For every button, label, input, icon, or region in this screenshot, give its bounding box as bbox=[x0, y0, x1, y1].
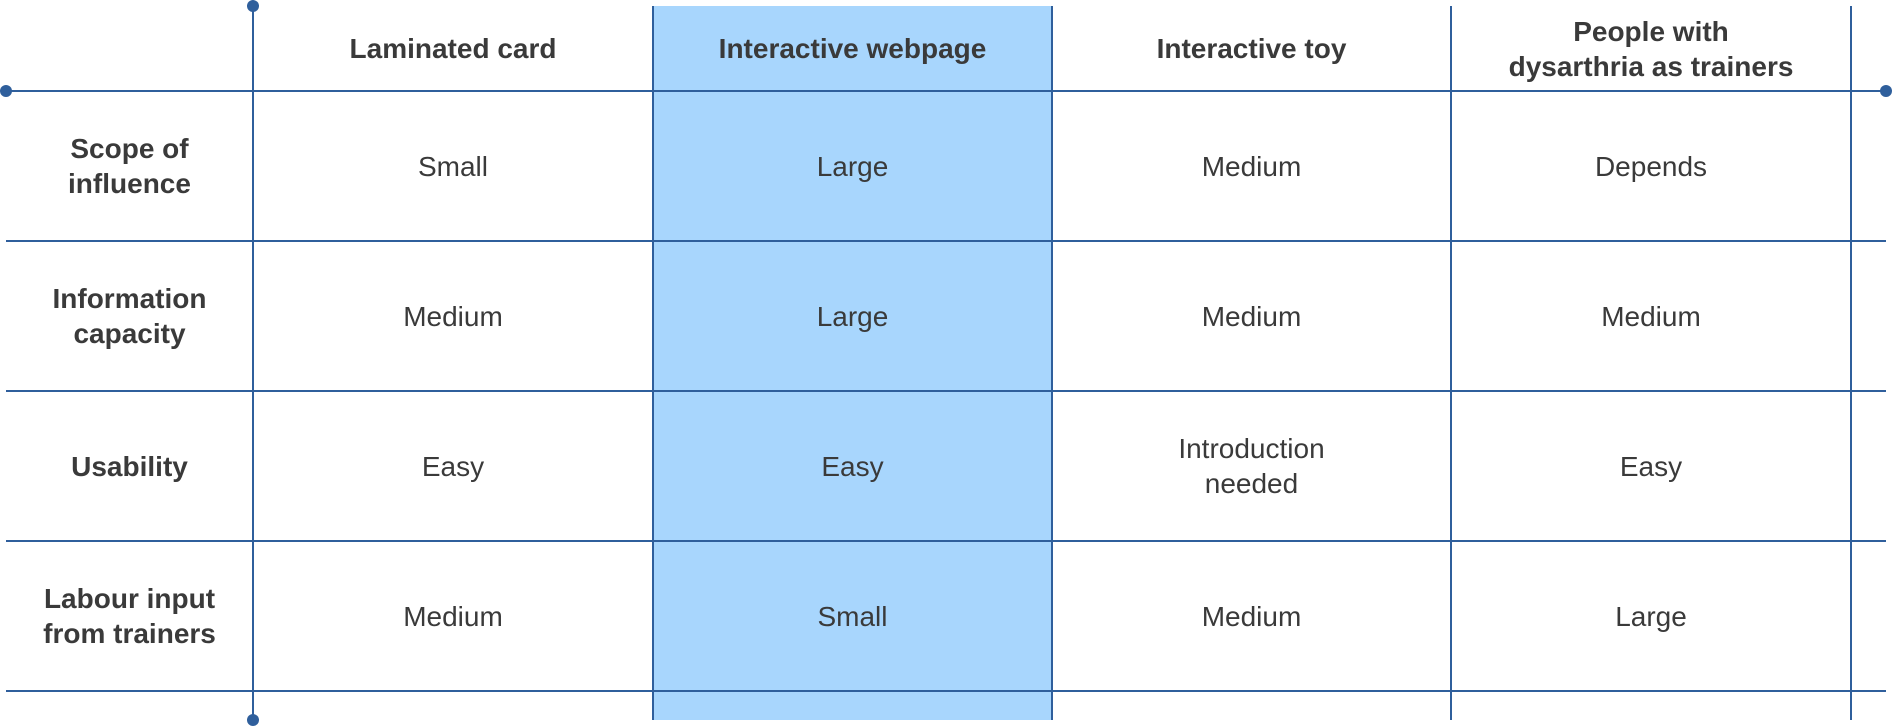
row-divider-line bbox=[6, 690, 1886, 692]
row-divider-line bbox=[6, 540, 1886, 542]
row-label: Scope of influence bbox=[68, 133, 191, 199]
axis-end-dot-bottom bbox=[247, 714, 259, 726]
table-cell: Large bbox=[816, 150, 889, 182]
row-divider-line bbox=[6, 390, 1886, 392]
column-divider-line bbox=[1450, 6, 1452, 720]
table-cell: Medium bbox=[403, 600, 503, 632]
row-divider-line bbox=[6, 240, 1886, 242]
table-cell: Depends bbox=[1594, 150, 1708, 182]
table-cell: Introduction needed bbox=[1178, 433, 1325, 499]
column-header: Interactive toy bbox=[1156, 33, 1347, 64]
table-cell: Large bbox=[816, 300, 889, 332]
highlight-column-background bbox=[653, 6, 1052, 720]
axis-end-dot-top bbox=[247, 0, 259, 12]
table-cell: Medium bbox=[1201, 300, 1302, 332]
axis-end-dot-right bbox=[1880, 85, 1892, 97]
table-cell: Small bbox=[417, 150, 488, 182]
table-cell: Medium bbox=[403, 300, 503, 332]
column-header: Laminated card bbox=[349, 33, 557, 64]
table-cell: Medium bbox=[1201, 600, 1302, 632]
label-column-divider-line bbox=[252, 6, 254, 720]
table-cell: Easy bbox=[1619, 450, 1683, 482]
column-divider-line bbox=[1051, 6, 1053, 720]
table-cell: Easy bbox=[421, 450, 485, 482]
axis-end-dot-left bbox=[0, 85, 12, 97]
row-label: Labour input from trainers bbox=[43, 583, 216, 649]
table-cell: Large bbox=[1615, 600, 1687, 632]
column-header: People with dysarthria as trainers bbox=[1508, 15, 1794, 82]
column-divider-line bbox=[1850, 6, 1852, 720]
column-header: Interactive webpage bbox=[718, 33, 987, 64]
column-divider-line bbox=[652, 6, 654, 720]
table-cell: Medium bbox=[1201, 150, 1302, 182]
row-label: Information capacity bbox=[52, 283, 207, 349]
table-cell: Easy bbox=[821, 450, 884, 482]
row-label: Usability bbox=[71, 450, 188, 482]
table-cell: Small bbox=[817, 600, 888, 632]
table-cell: Medium bbox=[1601, 300, 1701, 332]
header-divider-line bbox=[6, 90, 1886, 92]
